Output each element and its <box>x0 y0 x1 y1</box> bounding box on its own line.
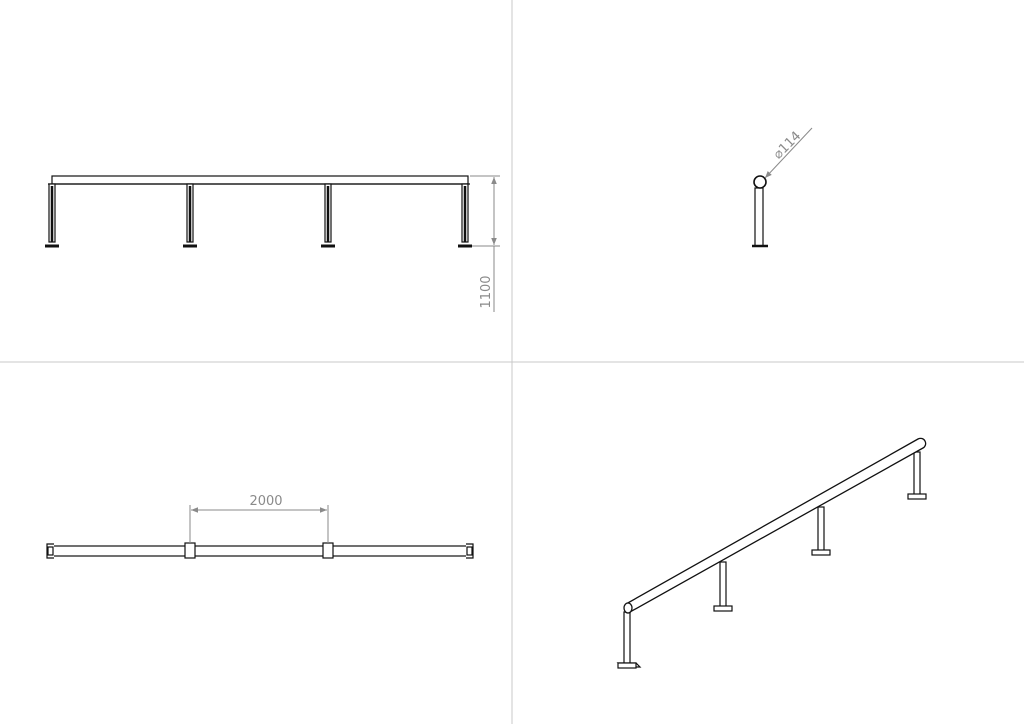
top-rail <box>51 545 469 557</box>
height-dimension: 1100 <box>470 175 500 312</box>
iso-rail <box>623 437 927 614</box>
side-view: ⌀114 <box>752 127 813 248</box>
top-view: 2000 <box>46 494 474 559</box>
spacing-dimension-label: 2000 <box>249 494 282 509</box>
front-posts <box>45 183 472 248</box>
front-post-1 <box>45 183 59 248</box>
top-post-plate-3 <box>322 542 334 559</box>
diameter-dimension: ⌀114 <box>764 127 813 179</box>
iso-post-4 <box>907 451 927 500</box>
front-post-4 <box>458 183 472 248</box>
top-end-plate-right <box>466 543 474 559</box>
front-rail <box>48 175 470 185</box>
iso-post-1 <box>616 611 642 669</box>
svg-text:⌀114: ⌀114 <box>771 129 805 163</box>
isometric-view <box>616 437 927 669</box>
rail-tube-section <box>753 175 767 189</box>
side-post <box>752 175 768 248</box>
front-post-3 <box>321 183 335 248</box>
iso-post-2 <box>713 561 733 612</box>
iso-posts <box>616 451 927 669</box>
top-post-plates <box>46 542 474 559</box>
top-post-plate-2 <box>184 542 196 559</box>
spacing-dimension: 2000 <box>189 494 329 543</box>
front-post-2 <box>183 183 197 248</box>
height-dimension-label: 1100 <box>479 275 494 308</box>
front-view: 1100 <box>45 175 500 312</box>
top-end-plate-left <box>46 543 54 559</box>
iso-post-3 <box>811 506 831 556</box>
